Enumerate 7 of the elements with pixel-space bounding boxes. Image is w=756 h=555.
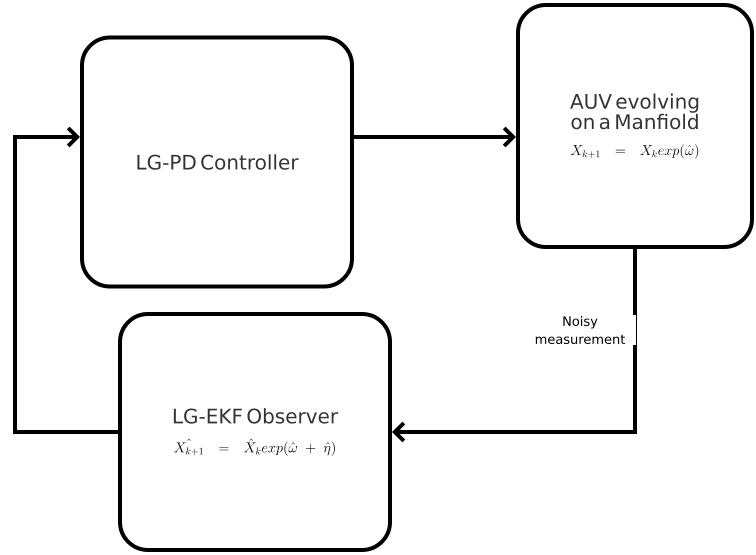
rounded-box: LG-PD Controller — [80, 36, 354, 288]
rounded-box: LG-EKF Observer $\hat{X_{k+1}} = \hat{X}_k exp(\hat{\omega} + \hat{\eta})$ — [118, 312, 392, 552]
arrow — [13, 126, 118, 434]
arrow — [354, 126, 516, 148]
rounded-box: AUV evolving on a Manfiold $X_{k+1} = X_k exp(\hat{\omega})$ — [516, 3, 754, 249]
edge-label: Noisy measurement — [524, 314, 636, 346]
arrow — [392, 249, 637, 442]
